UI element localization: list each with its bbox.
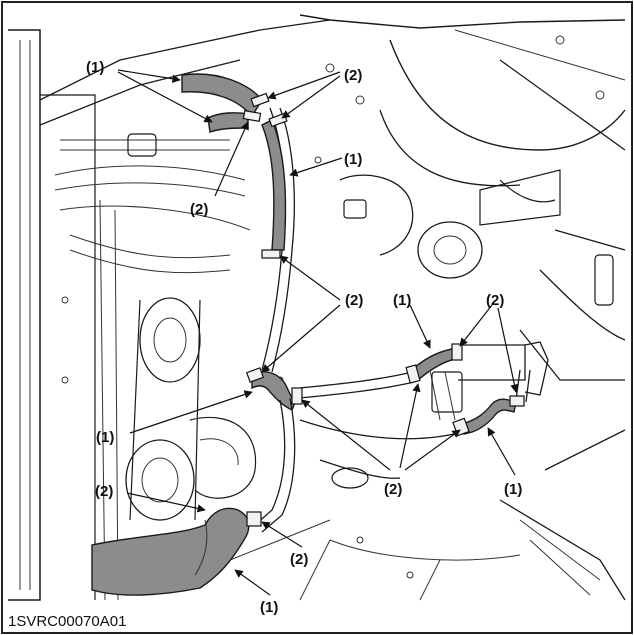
clamp <box>246 511 262 527</box>
right-lower-hose <box>461 398 517 435</box>
callout-hose: (1) <box>86 59 104 76</box>
clamp <box>245 367 265 383</box>
callout-hose: (1) <box>504 481 522 498</box>
clamp <box>451 343 463 361</box>
callout-clamp: (2) <box>344 67 362 84</box>
callout-hose: (1) <box>393 292 411 309</box>
clamp <box>261 249 281 259</box>
lower-hose <box>91 507 250 596</box>
upper-hose <box>181 73 263 118</box>
leader-lines <box>117 69 519 596</box>
callout-clamp: (2) <box>384 481 402 498</box>
clamp <box>242 109 262 123</box>
callout-hose: (1) <box>344 151 362 168</box>
clamp <box>291 387 303 405</box>
hose-routing <box>91 73 549 596</box>
callout-hose: (1) <box>260 599 278 616</box>
callout-clamp: (2) <box>290 551 308 568</box>
clamp <box>509 395 525 407</box>
callout-clamp: (2) <box>345 292 363 309</box>
callout-clamp: (2) <box>486 292 504 309</box>
callout-clamp: (2) <box>95 483 113 500</box>
clamp <box>405 364 421 384</box>
engine-background-art <box>8 14 626 601</box>
callouts: (1) (2) (2) (1) (2) (1) (2) (1) (2) (2) … <box>8 59 522 630</box>
callout-clamp: (2) <box>190 201 208 218</box>
callout-hose: (1) <box>96 429 114 446</box>
figure-id-label: 1SVRC00070A01 <box>8 613 126 630</box>
